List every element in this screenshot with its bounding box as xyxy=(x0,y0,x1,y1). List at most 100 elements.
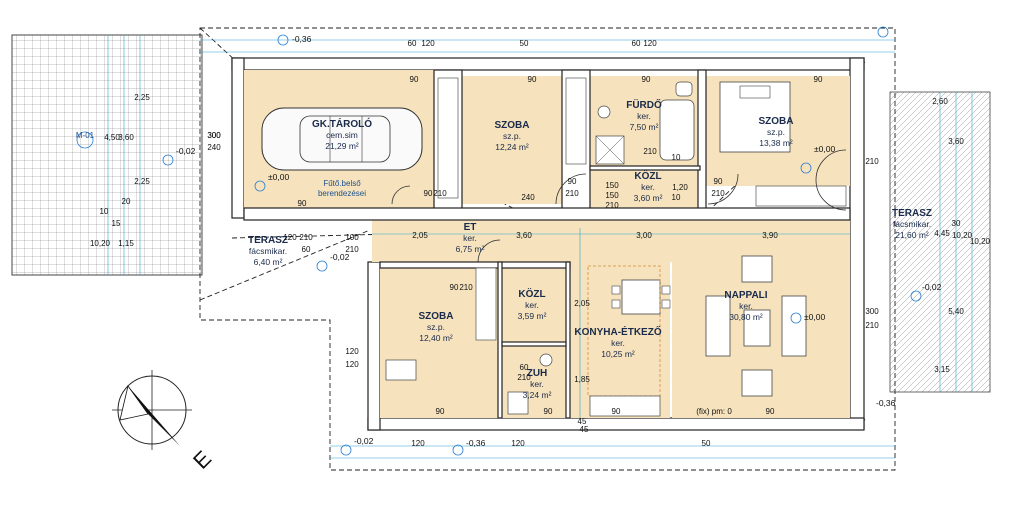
level-e: -0,36 xyxy=(292,34,312,44)
room-bed1 xyxy=(462,76,562,204)
wardrobe-2 xyxy=(565,77,587,165)
wardrobe-1 xyxy=(437,77,459,199)
bed1-floor: sz.p. xyxy=(503,131,521,141)
svg-text:120: 120 xyxy=(283,233,297,242)
dimension-texts: 90 90 90 90 90 90 90 60 120 60 120 50 24… xyxy=(90,39,991,448)
svg-text:300: 300 xyxy=(207,131,221,140)
door-swing-1 xyxy=(555,173,587,205)
room-corr2 xyxy=(502,268,566,342)
fix-note: (fix) pm: 0 xyxy=(696,407,732,416)
kitchen-name: KONYHA-ÉTKEZŐ xyxy=(574,325,661,338)
svg-text:100: 100 xyxy=(345,233,359,242)
kitchen-area: 10,25 m² xyxy=(601,349,635,359)
corr2-area: 3,59 m² xyxy=(518,311,547,321)
svg-text:210: 210 xyxy=(865,321,879,330)
svg-text:120: 120 xyxy=(643,39,657,48)
outer-wall-east xyxy=(849,57,865,429)
dining-table-icon xyxy=(611,279,671,315)
level-c: -0,02 xyxy=(922,282,942,292)
svg-text:120: 120 xyxy=(511,439,525,448)
corr2-floor: ker. xyxy=(525,300,539,310)
svg-text:30: 30 xyxy=(952,219,961,228)
svg-text:3,60: 3,60 xyxy=(118,133,134,142)
door-swing-5 xyxy=(391,185,411,205)
corr1-name: KÖZL xyxy=(634,169,661,182)
hall-floor: ker. xyxy=(463,233,477,243)
living-floor: ker. xyxy=(739,301,753,311)
svg-text:90: 90 xyxy=(424,189,433,198)
svg-text:90: 90 xyxy=(714,177,723,186)
corr1-floor: ker. xyxy=(641,182,655,192)
paved-area-west xyxy=(11,34,203,276)
level-garage: ±0,00 xyxy=(268,172,289,182)
svg-text:45: 45 xyxy=(580,425,589,434)
wall-int-8 xyxy=(501,341,567,347)
svg-text:300: 300 xyxy=(865,307,879,316)
svg-text:210: 210 xyxy=(711,189,725,198)
svg-text:10: 10 xyxy=(672,153,681,162)
bath-floor: ker. xyxy=(637,111,651,121)
wall-int-3 xyxy=(697,69,707,211)
svg-text:150: 150 xyxy=(605,181,619,190)
wardrobe-3 xyxy=(755,185,847,207)
svg-text:90: 90 xyxy=(612,407,621,416)
door-swing-2 xyxy=(707,173,739,205)
section-tag: M-01 xyxy=(76,131,95,140)
svg-text:210: 210 xyxy=(517,373,531,382)
kitchen-counter xyxy=(589,395,661,417)
svg-text:50: 50 xyxy=(520,39,529,48)
svg-text:120: 120 xyxy=(345,360,359,369)
level-d: -0,02 xyxy=(354,436,374,446)
terr-e-area: 21,60 m² xyxy=(895,230,929,240)
svg-text:210: 210 xyxy=(865,157,879,166)
svg-text:120: 120 xyxy=(411,439,425,448)
svg-text:10,20: 10,20 xyxy=(970,237,991,246)
bed-icon xyxy=(719,81,791,153)
bed2-floor: sz.p. xyxy=(767,127,785,137)
bed2-area: 13,38 m² xyxy=(759,138,793,148)
svg-text:50: 50 xyxy=(702,439,711,448)
svg-text:3,60: 3,60 xyxy=(948,137,964,146)
svg-text:120: 120 xyxy=(345,347,359,356)
bath-name: FÜRDŐ xyxy=(626,98,662,111)
outer-wall-sw xyxy=(367,261,381,431)
svg-text:2,25: 2,25 xyxy=(134,93,150,102)
north-letter: E xyxy=(188,446,216,474)
bed3-floor: sz.p. xyxy=(427,322,445,332)
svg-text:240: 240 xyxy=(207,143,221,152)
outer-wall-west xyxy=(231,57,245,219)
shower-fixtures-icon xyxy=(507,353,553,415)
svg-text:1,20: 1,20 xyxy=(672,183,688,192)
heater-note-1: Fűtő.belső xyxy=(323,179,361,188)
terr-w-area: 6,40 m² xyxy=(254,257,283,267)
svg-text:90: 90 xyxy=(544,407,553,416)
toilet-icon xyxy=(675,81,693,97)
car-icon xyxy=(261,107,423,171)
svg-text:240: 240 xyxy=(521,193,535,202)
bed1-area: 12,24 m² xyxy=(495,142,529,152)
shower-area: 3,24 m² xyxy=(523,390,552,400)
svg-text:2,60: 2,60 xyxy=(932,97,948,106)
svg-text:3,15: 3,15 xyxy=(934,365,950,374)
svg-text:10,20: 10,20 xyxy=(90,239,111,248)
bathtub-icon xyxy=(659,99,695,161)
svg-text:1,15: 1,15 xyxy=(118,239,134,248)
sink-icon xyxy=(597,105,611,119)
bed1-name: SZOBA xyxy=(495,120,530,131)
outer-wall-south xyxy=(367,417,865,431)
svg-text:2,05: 2,05 xyxy=(412,231,428,240)
garage-name: GK.TÁROLÓ xyxy=(312,117,372,130)
corr2-name: KÖZL xyxy=(518,287,545,300)
hall-area: 6,75 m² xyxy=(456,244,485,254)
wall-int-6 xyxy=(497,261,503,419)
desk-icon xyxy=(385,359,417,381)
roof-ridge-5 xyxy=(199,229,371,301)
svg-text:3,60: 3,60 xyxy=(516,231,532,240)
svg-text:10: 10 xyxy=(100,207,109,216)
svg-text:20: 20 xyxy=(122,197,131,206)
bed3-name: SZOBA xyxy=(419,311,454,322)
svg-text:210: 210 xyxy=(643,147,657,156)
living-name: NAPPALI xyxy=(724,290,767,301)
hall-name: ET xyxy=(464,222,477,233)
